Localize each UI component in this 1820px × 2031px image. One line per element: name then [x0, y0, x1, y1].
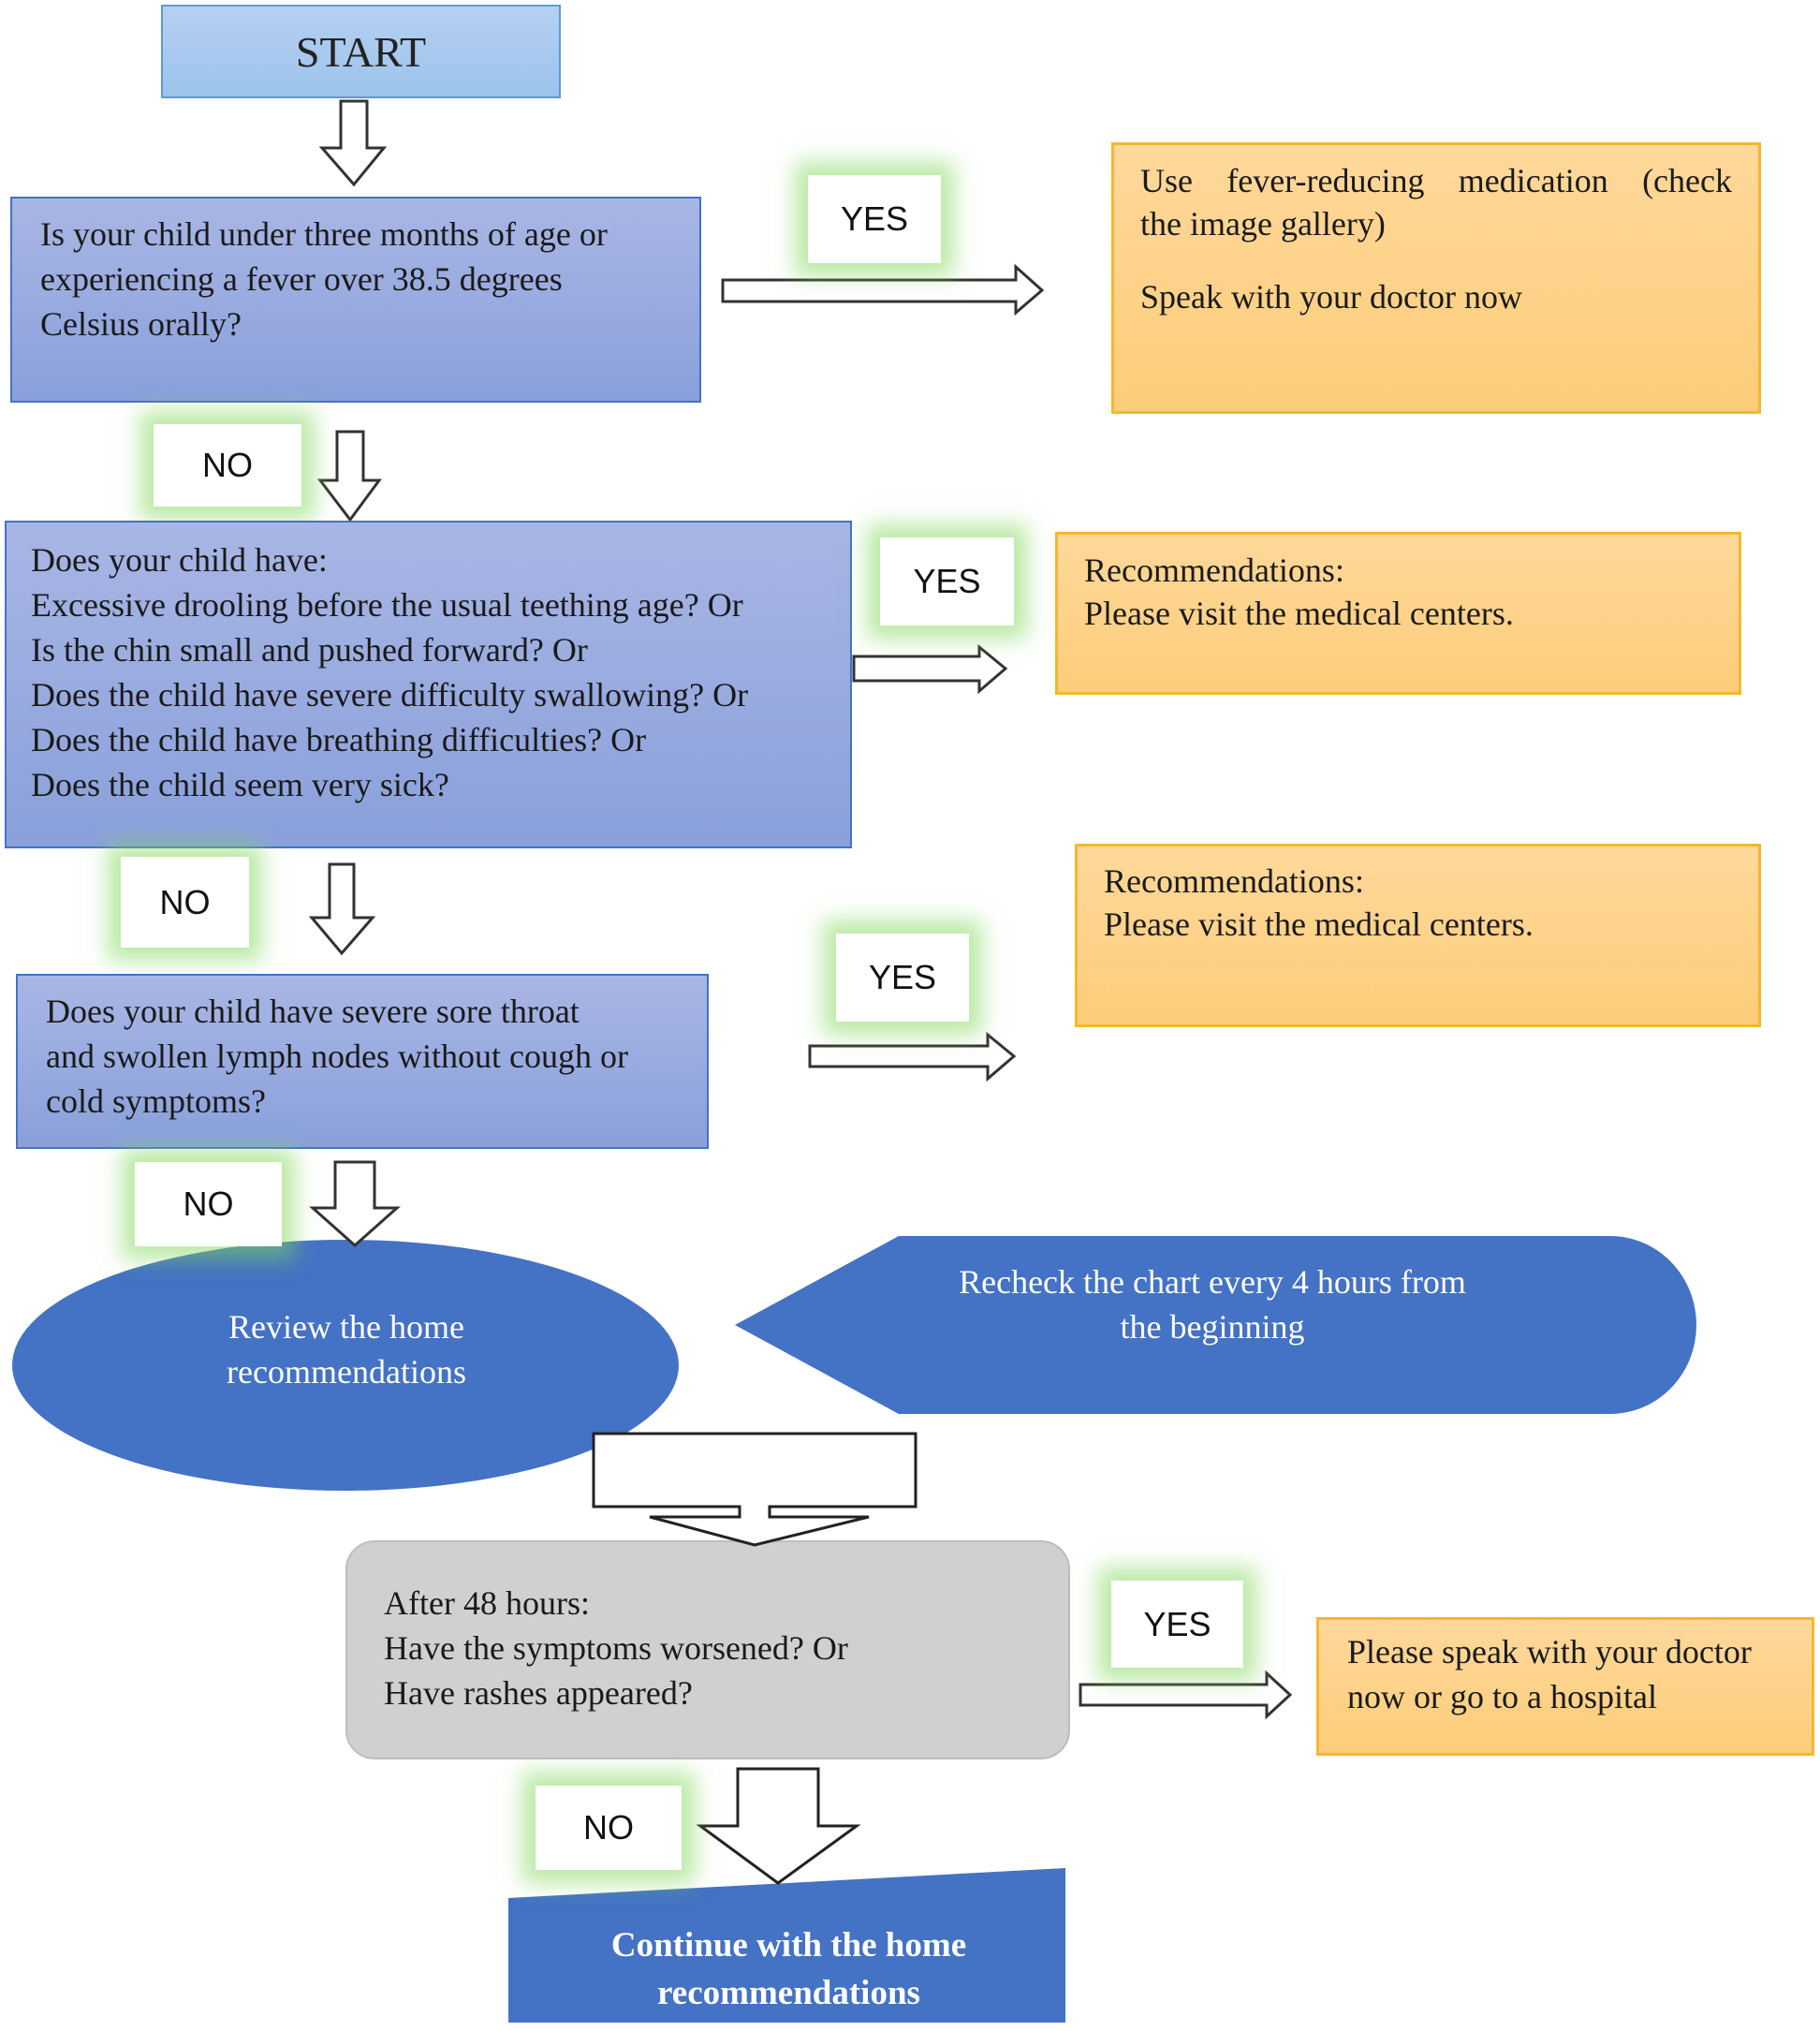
q2-line: Does your child have: — [31, 541, 328, 579]
continue-text: Continue with the home recommendations — [524, 1921, 1053, 2017]
q3-recommendation-box: Recommendations: Please visit the medica… — [1075, 844, 1761, 1027]
question-2-box: Does your child have: Excessive drooling… — [5, 521, 852, 848]
q2-line: Does the child seem very sick? — [31, 766, 449, 803]
continue-line: recommendations — [657, 1974, 920, 2012]
q1-no-label: NO — [154, 424, 301, 507]
q4-yes-label: YES — [1111, 1581, 1243, 1668]
down-arrow-review-q4 — [592, 1432, 917, 1547]
right-arrow-q3-yes — [808, 1031, 1017, 1082]
down-arrow-q4-continue — [696, 1767, 861, 1885]
q1-recommendation-line: Speak with your doctor now — [1140, 278, 1522, 316]
right-arrow-q1-yes — [721, 263, 1045, 316]
q2-recommendation-line: Please visit the medical centers. — [1084, 595, 1514, 632]
down-arrow-start-q1 — [318, 99, 388, 187]
recheck-line: Recheck the chart every 4 hours from — [959, 1263, 1466, 1301]
q1-recommendation-line: the image gallery) — [1140, 205, 1386, 243]
q4-no-label: NO — [536, 1786, 682, 1870]
q2-recommendation-line: Recommendations: — [1084, 552, 1344, 589]
q1-line: Is your child under three months of age … — [40, 215, 608, 253]
review-oval-shape — [12, 1240, 679, 1491]
q2-yes-label: YES — [880, 537, 1014, 625]
q1-yes-label: YES — [808, 175, 941, 263]
q3-no-label: NO — [135, 1162, 282, 1246]
continue-shape — [508, 1868, 1065, 2023]
down-arrow-q3-review — [309, 1160, 401, 1248]
q2-no-label: NO — [121, 857, 249, 948]
q2-line: Does the child have breathing difficulti… — [31, 721, 647, 758]
q3-yes-label: YES — [836, 934, 969, 1022]
q3-line: and swollen lymph nodes without cough or — [46, 1038, 628, 1075]
q3-recommendation-line: Recommendations: — [1104, 862, 1364, 900]
recheck-shape — [735, 1236, 1696, 1414]
q4-recommendation-box: Please speak with your doctor now or go … — [1316, 1617, 1814, 1756]
q2-recommendation-box: Recommendations: Please visit the medica… — [1055, 532, 1741, 695]
q1-line: Celsius orally? — [40, 305, 242, 343]
q2-line: Is the chin small and pushed forward? Or — [31, 631, 588, 669]
q3-line: cold symptoms? — [46, 1082, 266, 1120]
recheck-text: Recheck the chart every 4 hours from the… — [871, 1259, 1554, 1349]
q1-recommendation-box: Use fever-reducing medication (check the… — [1111, 142, 1761, 414]
q1-line: experiencing a fever over 38.5 degrees — [40, 260, 563, 298]
q4-line: After 48 hours: — [384, 1584, 590, 1622]
start-label: START — [295, 27, 427, 76]
question-3-box: Does your child have severe sore throat … — [16, 974, 709, 1149]
question-1-box: Is your child under three months of age … — [10, 197, 701, 403]
recheck-line: the beginning — [1120, 1308, 1305, 1346]
continue-line: Continue with the home — [610, 1926, 967, 1965]
right-arrow-q4-yes — [1079, 1670, 1293, 1720]
review-line: recommendations — [227, 1353, 466, 1391]
start-box: START — [161, 5, 561, 98]
q1-recommendation-line: Use fever-reducing medication (check — [1140, 162, 1732, 199]
down-arrow-q1-q2 — [316, 430, 382, 522]
q4-line: Have the symptoms worsened? Or — [384, 1629, 848, 1667]
review-oval-text: Review the home recommendations — [94, 1304, 599, 1394]
right-arrow-q2-yes — [852, 643, 1008, 695]
q4-recommendation-line: now or go to a hospital — [1347, 1678, 1657, 1715]
q3-line: Does your child have severe sore throat — [46, 993, 580, 1030]
down-arrow-q2-q3 — [308, 862, 376, 956]
q2-line: Excessive drooling before the usual teet… — [31, 586, 743, 624]
q4-box-shape — [345, 1540, 1070, 1759]
q2-line: Does the child have severe difficulty sw… — [31, 676, 749, 714]
q4-line: Have rashes appeared? — [384, 1674, 693, 1712]
question-4-text: After 48 hours: Have the symptoms worsen… — [384, 1581, 848, 1715]
q4-recommendation-line: Please speak with your doctor — [1347, 1633, 1752, 1670]
q3-recommendation-line: Please visit the medical centers. — [1104, 905, 1534, 943]
review-line: Review the home — [228, 1308, 464, 1346]
